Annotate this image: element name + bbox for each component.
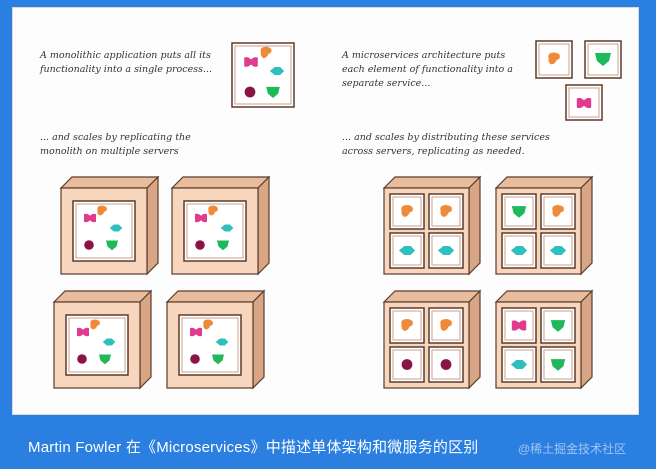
orange-blob-icon <box>208 205 218 216</box>
green-shield-icon <box>99 354 111 365</box>
green-shield-icon <box>550 320 566 332</box>
maroon-dot-icon <box>401 359 413 370</box>
orange-blob-icon <box>401 204 413 217</box>
orange-blob-icon <box>203 319 213 330</box>
orange-blob-icon <box>440 204 452 217</box>
slide-caption: Martin Fowler 在《Microservices》中描述单体架构和微服… <box>28 439 479 456</box>
orange-blob-icon <box>440 318 452 331</box>
monolith-intro-text: A monolithic application puts all its fu… <box>40 50 212 75</box>
teal-diamond-icon <box>109 224 123 232</box>
orange-blob-icon <box>548 52 560 65</box>
teal-diamond-icon <box>220 224 234 232</box>
teal-diamond-icon <box>510 246 528 255</box>
green-shield-icon <box>595 53 611 66</box>
teal-diamond-icon <box>102 338 116 346</box>
magenta-bowtie-icon <box>195 213 207 223</box>
green-shield-icon <box>266 86 280 98</box>
green-shield-icon <box>550 359 566 371</box>
magenta-bowtie-icon <box>244 57 258 67</box>
maroon-dot-icon <box>440 359 452 370</box>
green-shield-icon <box>217 240 229 251</box>
magenta-bowtie-icon <box>77 327 89 337</box>
orange-blob-icon <box>90 319 100 330</box>
teal-diamond-icon <box>510 360 528 369</box>
magenta-bowtie-icon <box>190 327 202 337</box>
magenta-bowtie-icon <box>576 97 592 109</box>
orange-blob-icon <box>552 204 564 217</box>
green-shield-icon <box>106 240 118 251</box>
teal-diamond-icon <box>549 246 567 255</box>
orange-blob-icon <box>260 46 272 59</box>
microservice-intro-text: A microservices architecture puts each e… <box>342 50 513 89</box>
orange-blob-icon <box>401 318 413 331</box>
maroon-dot-icon <box>77 354 87 364</box>
magenta-bowtie-icon <box>511 320 527 331</box>
green-shield-icon <box>212 354 224 365</box>
orange-blob-icon <box>97 205 107 216</box>
watermark-text: @稀土掘金技术社区 <box>518 442 627 456</box>
teal-diamond-icon <box>398 246 416 255</box>
maroon-dot-icon <box>84 240 94 250</box>
magenta-bowtie-icon <box>84 213 96 223</box>
maroon-dot-icon <box>244 86 256 98</box>
monolith-scale-text: ... and scales by replicating the monoli… <box>40 132 191 157</box>
teal-diamond-icon <box>269 67 285 75</box>
teal-diamond-icon <box>215 338 229 346</box>
microservice-scale-text: ... and scales by distributing these ser… <box>342 132 550 157</box>
green-shield-icon <box>511 206 527 218</box>
maroon-dot-icon <box>195 240 205 250</box>
maroon-dot-icon <box>190 354 200 364</box>
teal-diamond-icon <box>437 246 455 255</box>
